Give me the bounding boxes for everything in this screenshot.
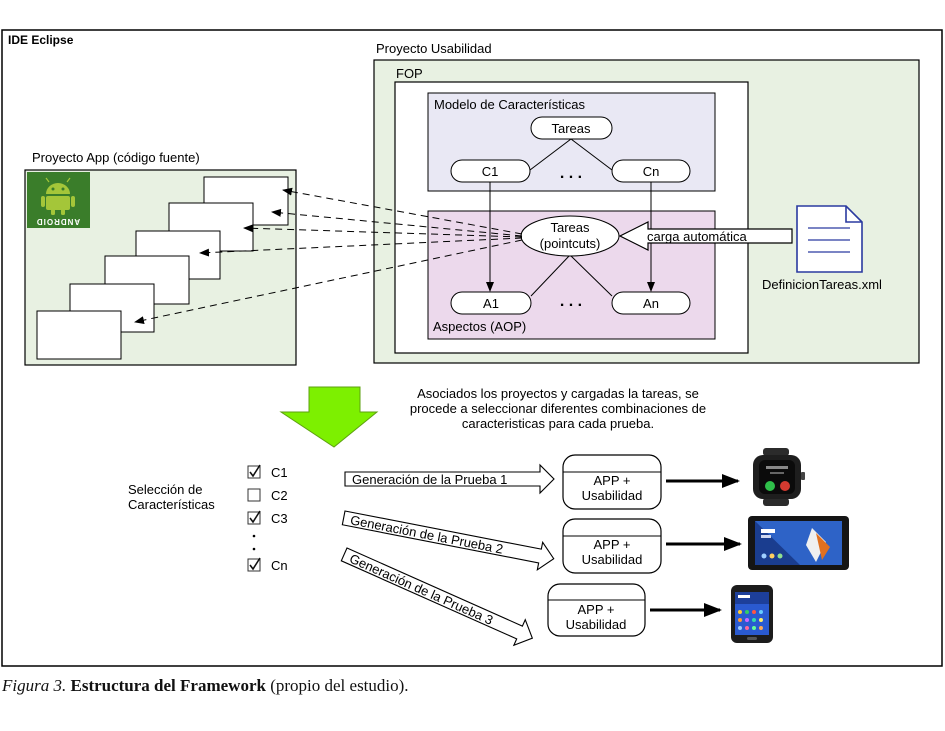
source-page [36, 310, 122, 360]
carga-arrow [618, 221, 793, 251]
aspectos-link-left [530, 254, 571, 297]
aspectos-an-text: An [643, 296, 659, 311]
xml-document-fold [845, 206, 862, 223]
ellipsis-dot [252, 547, 256, 551]
modelo-link-right [570, 138, 613, 171]
smartphone-icon [731, 585, 773, 643]
check-mark-icon [249, 464, 261, 478]
framework-diagram: IDE Eclipse Proyecto Usabilidad FOP Mode… [1, 29, 943, 667]
figure-caption: Figura 3. Estructura del Framework (prop… [2, 676, 942, 696]
app-box-3-line1: APP + [578, 602, 615, 617]
app-box-1 [562, 454, 662, 510]
seleccion-line2: Características [128, 497, 215, 512]
ellipsis-dot [252, 534, 256, 538]
checkbox-c1-label: C1 [271, 465, 288, 480]
fop-label: FOP [396, 66, 423, 81]
checkbox-c3-label: C3 [271, 511, 288, 526]
aspectos-a1-text: A1 [483, 296, 499, 311]
modelo-root-text: Tareas [551, 121, 591, 136]
app-box-2 [562, 518, 662, 574]
app-box-3 [547, 583, 646, 637]
modelo-title: Modelo de Características [434, 97, 586, 112]
checkbox-c2[interactable] [247, 488, 261, 502]
description-line2: procede a seleccionar diferentes combina… [410, 401, 706, 416]
modelo-root-node [530, 116, 613, 140]
ide-label: IDE Eclipse [8, 33, 74, 47]
aspectos-root-line1: Tareas [550, 220, 590, 235]
generation-arrow-2 [341, 510, 555, 571]
app-box-1-line2: Usabilidad [582, 488, 643, 503]
caption-title: Estructura del Framework [70, 676, 266, 695]
aspectos-an-node [611, 291, 691, 315]
aspectos-title: Aspectos (AOP) [433, 319, 526, 334]
modelo-cn-text: Cn [643, 164, 660, 179]
generation-arrow-3 [340, 547, 534, 647]
app-box-2-line2: Usabilidad [582, 552, 643, 567]
generation-arrow-1 [344, 463, 555, 495]
checkbox-c2-label: C2 [271, 488, 288, 503]
seleccion-line1: Selección de [128, 482, 202, 497]
xml-document-icon [796, 205, 863, 273]
modelo-dots: . . . [560, 165, 582, 182]
checkbox-cn-label: Cn [271, 558, 288, 573]
aspectos-link-right [569, 254, 613, 297]
app-project-label: Proyecto App (código fuente) [32, 150, 200, 165]
modelo-c1-text: C1 [482, 164, 499, 179]
modelo-link-left [529, 138, 572, 171]
caption-figure-number: Figura 3. [2, 676, 67, 695]
check-mark-icon [249, 557, 261, 571]
description-line3: caracteristicas para cada prueba. [462, 416, 654, 431]
aspectos-dots: . . . [560, 293, 582, 310]
app-box-1-line1: APP + [594, 473, 631, 488]
aspectos-a1-node [450, 291, 532, 315]
smartwatch-icon [753, 448, 805, 506]
app-box-2-line1: APP + [594, 537, 631, 552]
xml-file-label: DefinicionTareas.xml [762, 277, 882, 292]
description-line1: Asociados los proyectos y cargadas la ta… [417, 386, 699, 401]
pointcut-links [134, 187, 523, 325]
app-box-3-line2: Usabilidad [566, 617, 627, 632]
caption-note: (propio del estudio). [270, 676, 409, 695]
android-wordmark: ANDROID [36, 217, 80, 226]
check-mark-icon [249, 510, 261, 524]
flow-down-arrow [279, 386, 379, 448]
aspectos-root-line2: (pointcuts) [540, 236, 601, 251]
carga-text: carga automática [647, 229, 747, 244]
usabilidad-label: Proyecto Usabilidad [376, 41, 492, 56]
tablet-icon [748, 516, 849, 570]
android-robot-icon [41, 177, 75, 215]
generation-label-1: Generación de la Prueba 1 [352, 472, 507, 487]
